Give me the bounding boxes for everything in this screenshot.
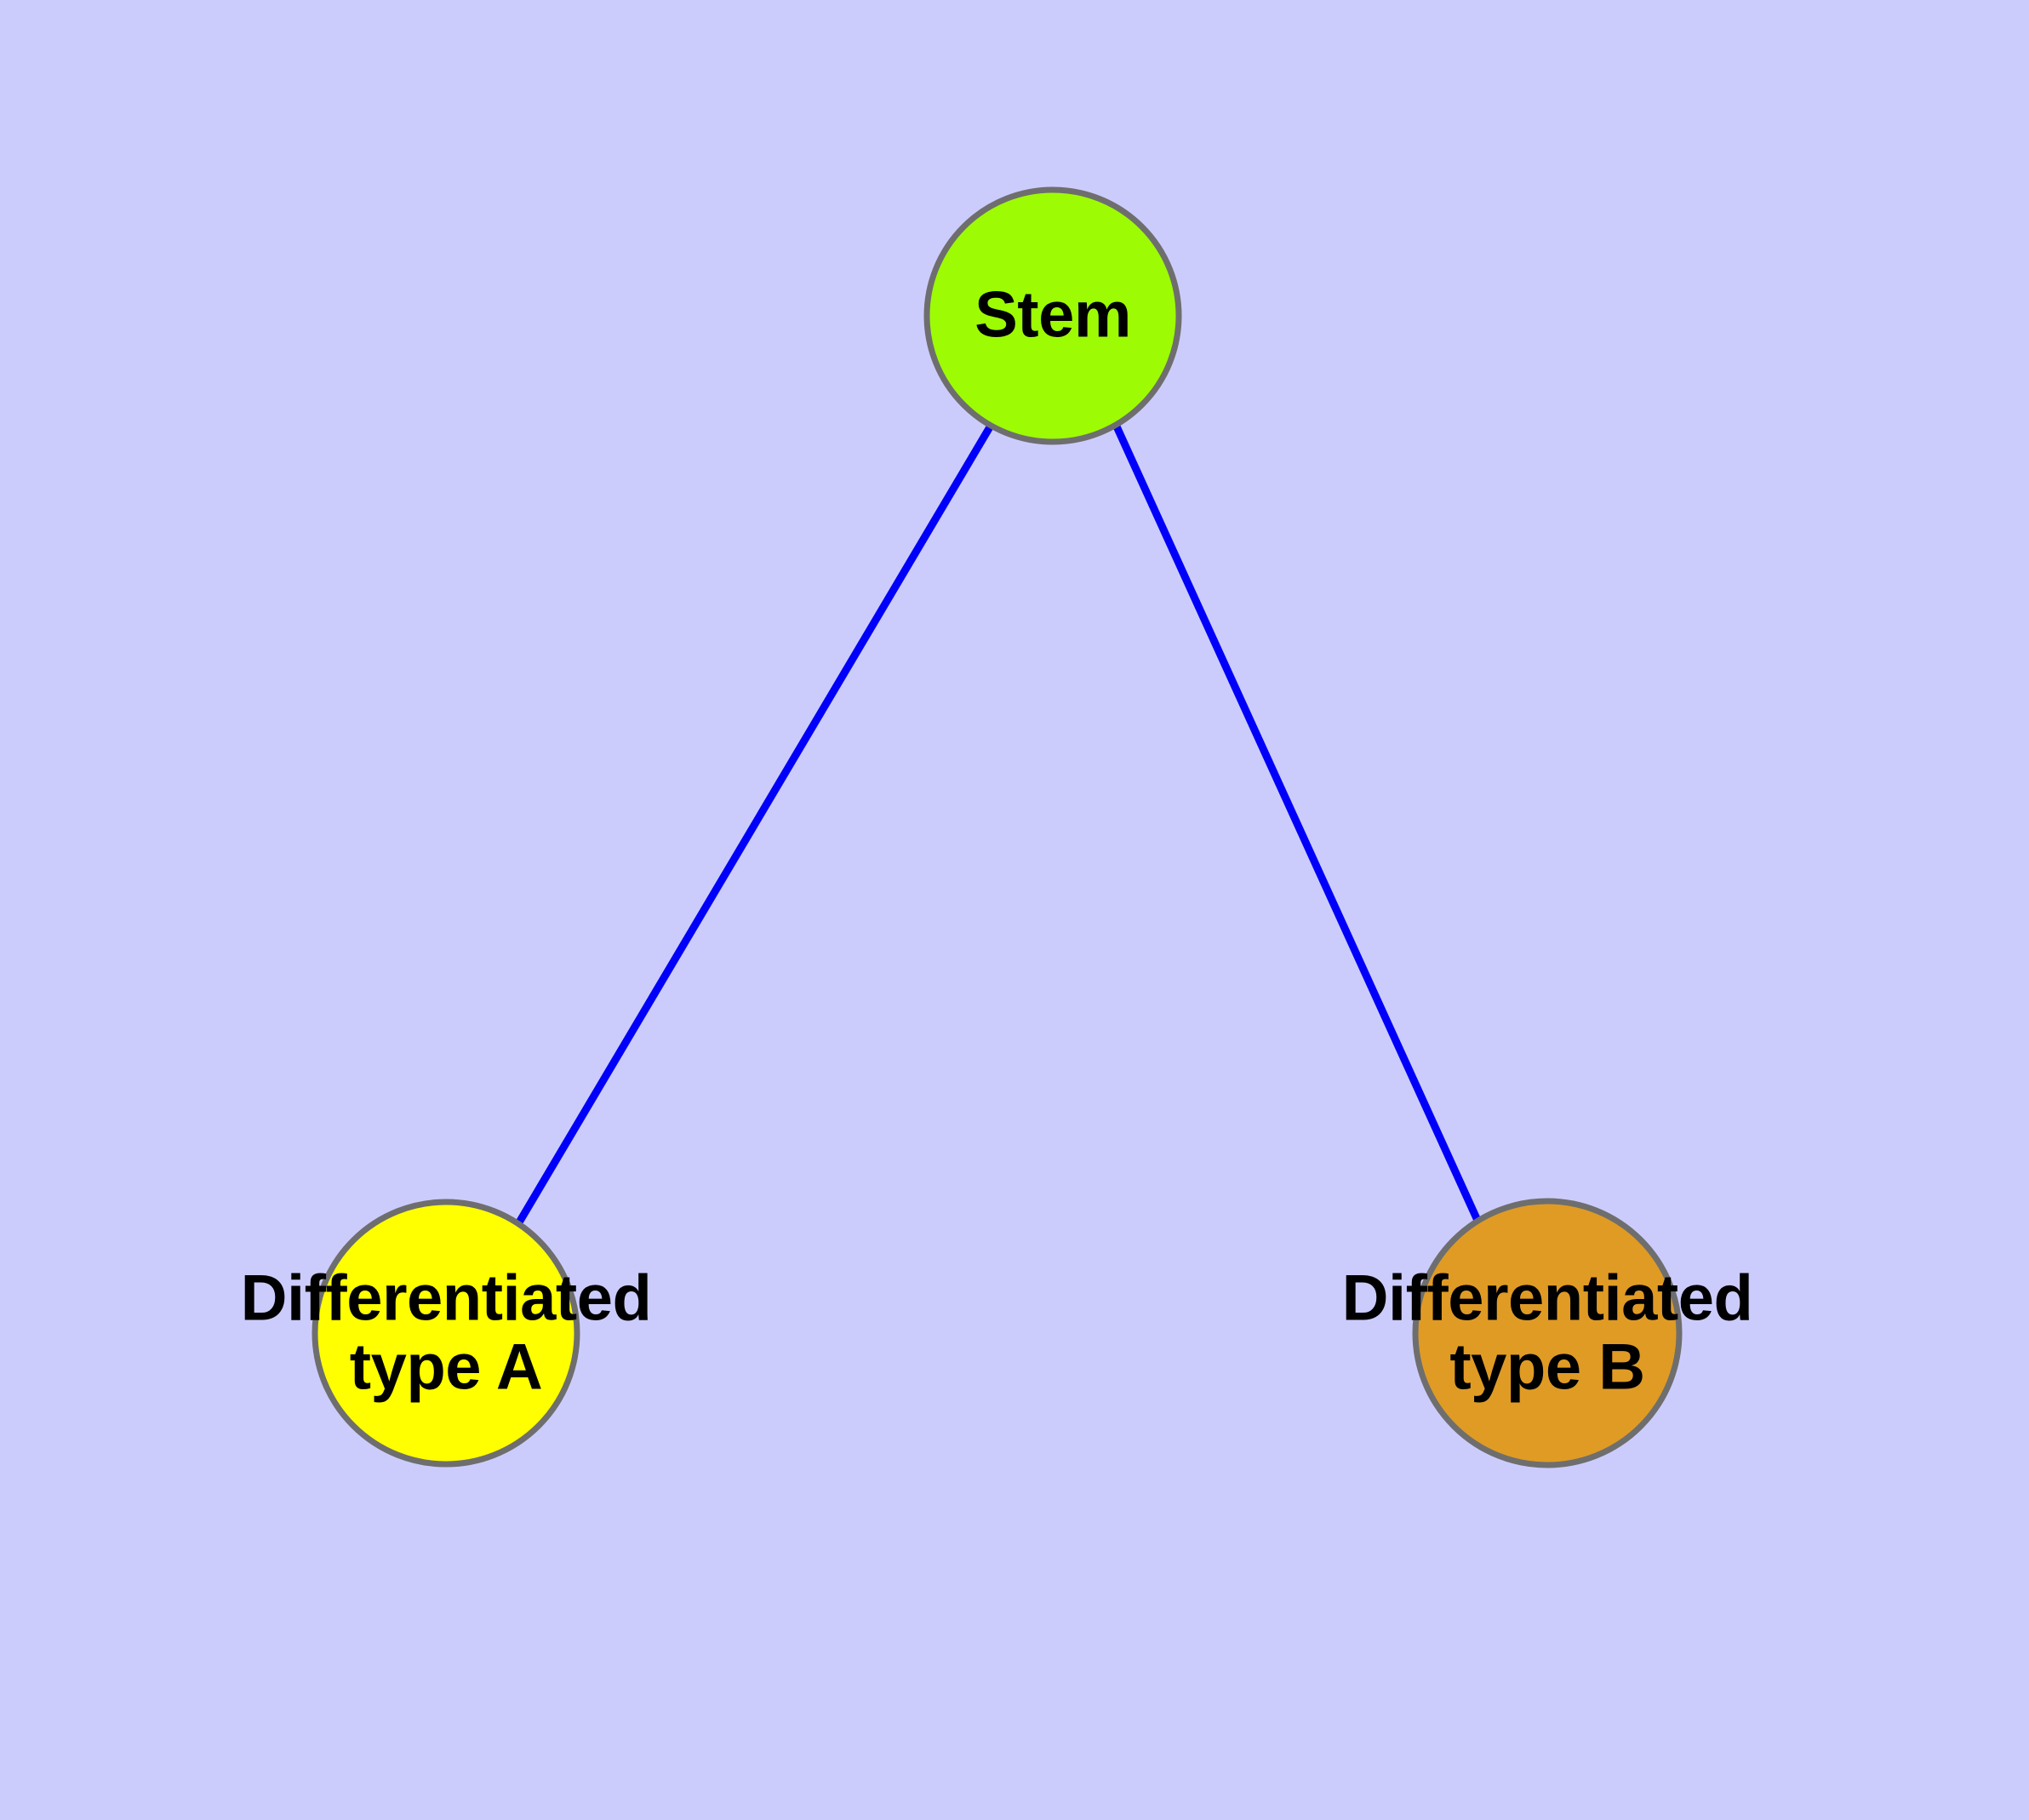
graph-node-stem[interactable] — [923, 186, 1182, 445]
graph-edge-stem-to-b[interactable] — [1112, 425, 1483, 1226]
graph-edge-stem-to-a[interactable] — [513, 423, 994, 1229]
nodes-layer — [311, 186, 1683, 1468]
graph-node-diff-a[interactable] — [311, 1199, 580, 1468]
edges-layer — [513, 423, 1483, 1229]
graph-node-diff-b[interactable] — [1412, 1198, 1683, 1468]
